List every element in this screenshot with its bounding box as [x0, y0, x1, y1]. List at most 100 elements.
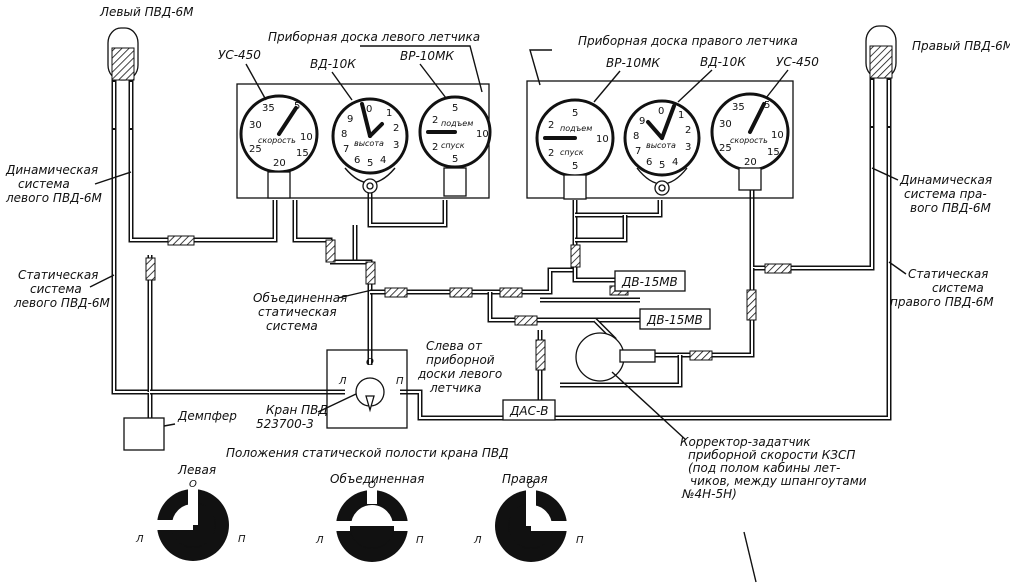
position-right-diagram: О Л П — [473, 480, 584, 562]
position-left-label: Левая — [177, 463, 216, 477]
dial-num: 5 — [367, 158, 373, 169]
left-vr10mk-label: ВР-10МК — [400, 49, 454, 63]
dial-num: 5 — [294, 101, 300, 112]
dial-num: 2 — [685, 125, 691, 136]
left-of-panel-label-4: летчика — [429, 381, 482, 395]
left-pvd-label: Левый ПВД-6М — [99, 5, 194, 19]
dial-word: высота — [354, 139, 384, 148]
das-label: ДАС-В — [509, 404, 549, 418]
left-of-panel-label-3: доски левого — [417, 367, 502, 381]
dial-num: 2 — [432, 115, 438, 126]
dial-word: спуск — [441, 141, 465, 150]
combined-label-3: система — [266, 319, 318, 333]
dial-num: 30 — [719, 119, 732, 130]
valve-label-2: 523700-3 — [256, 417, 314, 431]
dial-word: подъем — [560, 124, 592, 133]
dial-num: 35 — [262, 103, 275, 114]
dial-num: 2 — [393, 123, 399, 134]
position-combined-label: Объединенная — [330, 472, 424, 486]
combined-label-1: Объединенная — [253, 291, 347, 305]
dynamic-right-label-1: Динамическая — [899, 173, 992, 187]
left-instrument-panel: 35 5 30 10 25 15 20 скорость 0 9 1 8 2 7… — [236, 83, 492, 199]
diagram-labels: Левый ПВД-6М Правый ПВД-6М Приборная дос… — [5, 5, 1010, 583]
dial-num: 1 — [386, 108, 392, 119]
dial-num: 35 — [732, 102, 745, 113]
dv15mv-lower: ДВ-15МВ — [639, 308, 711, 330]
position-combined-mark-l: Л — [315, 535, 324, 546]
position-right-mark-l: Л — [473, 535, 482, 546]
dial-num: 5 — [452, 103, 458, 114]
pvd-valve: О Л П — [326, 349, 408, 429]
dial-num: 5 — [764, 100, 770, 111]
left-panel-label: Приборная доска левого летчика — [268, 30, 480, 44]
dial-num: 8 — [633, 131, 639, 142]
left-altimeter: 0 9 1 8 2 7 3 6 5 4 высота — [331, 97, 409, 194]
right-pitot-tube — [865, 25, 897, 128]
position-left-mark-l: Л — [135, 534, 144, 545]
dial-num: 9 — [347, 114, 353, 125]
static-right-label-2: система — [932, 281, 984, 295]
dv15mv-upper: ДВ-15МВ — [614, 270, 686, 292]
dial-num: 10 — [476, 129, 489, 140]
dynamic-left-label-2: система — [18, 177, 70, 191]
left-pitot-tube — [107, 27, 139, 130]
static-left-label-3: левого ПВД-6М — [13, 296, 111, 310]
corrector-label-2: приборной скорости КЗСП — [688, 448, 855, 462]
dial-word: скорость — [730, 136, 768, 145]
static-left-label-1: Статическая — [18, 268, 98, 282]
dial-num: 20 — [744, 157, 757, 168]
dial-num: 25 — [249, 144, 262, 155]
dial-num: 5 — [572, 161, 578, 172]
dial-num: 4 — [380, 155, 386, 166]
dial-num: 2 — [548, 148, 554, 159]
dynamic-left-label-3: левого ПВД-6М — [5, 191, 103, 205]
dynamic-right-label-2: система пра- — [904, 187, 987, 201]
valve-mark-p: П — [396, 376, 404, 387]
dynamic-left-label-1: Динамическая — [5, 163, 98, 177]
corrector-label-1: Корректор-задатчик — [680, 435, 811, 449]
dial-word: высота — [646, 141, 676, 150]
left-vd10k-label: ВД-10К — [310, 57, 356, 71]
right-instrument-panel: 5 2 1 0 2 5 подъем спуск 0 9 1 8 2 7 3 6 … — [526, 80, 794, 200]
dial-num: 3 — [393, 140, 399, 151]
static-left-label-2: система — [30, 282, 82, 296]
valve-label-1: Кран ПВД — [266, 403, 328, 417]
left-of-panel-label-2: приборной — [426, 353, 495, 367]
dial-num: 6 — [354, 155, 360, 166]
position-right-mark-p: П — [576, 535, 584, 546]
dial-num: 3 — [685, 142, 691, 153]
dial-num: 9 — [639, 116, 645, 127]
position-right-mark-o: О — [527, 480, 535, 491]
left-us450-label: УС-450 — [218, 48, 261, 62]
static-right-label-1: Статическая — [908, 267, 988, 281]
dial-num: 5 — [572, 108, 578, 119]
right-vr10mk-label: ВР-10МК — [606, 56, 660, 70]
corrector-label-3: (под полом кабины лет- — [688, 461, 840, 475]
left-of-panel-label-1: Слева от — [426, 339, 483, 353]
dial-num: 8 — [341, 129, 347, 140]
valve-mark-l: Л — [338, 376, 347, 387]
dial-num: 10 — [300, 132, 313, 143]
position-combined-mark-p: П — [416, 535, 424, 546]
right-us450-label: УС-450 — [776, 55, 819, 69]
right-airspeed-indicator: 35 5 30 10 25 15 20 скорость — [710, 92, 790, 191]
corrector-kzsp — [575, 332, 656, 382]
dial-num: 2 — [432, 142, 438, 153]
dial-word: спуск — [560, 148, 584, 157]
valve-positions: Положения статической полости крана ПВД … — [135, 446, 584, 562]
dial-num: 20 — [273, 158, 286, 169]
dial-num: 25 — [719, 143, 732, 154]
dial-num: 0 — [658, 106, 664, 117]
dial-num: 7 — [343, 144, 349, 155]
right-altimeter: 0 9 1 8 2 7 3 6 5 4 высота — [623, 99, 701, 196]
dial-num: 1 — [678, 110, 684, 121]
dial-num: 5 — [659, 160, 665, 171]
position-combined-diagram: О Л П — [315, 480, 424, 562]
dv15mv-label: ДВ-15МВ — [621, 275, 678, 289]
position-left-mark-o: О — [189, 479, 197, 490]
dial-num: 0 — [366, 104, 372, 115]
position-combined-mark-o: О — [368, 480, 376, 491]
position-left-mark-p: П — [238, 534, 246, 545]
right-pvd-label: Правый ПВД-6М — [912, 39, 1010, 53]
